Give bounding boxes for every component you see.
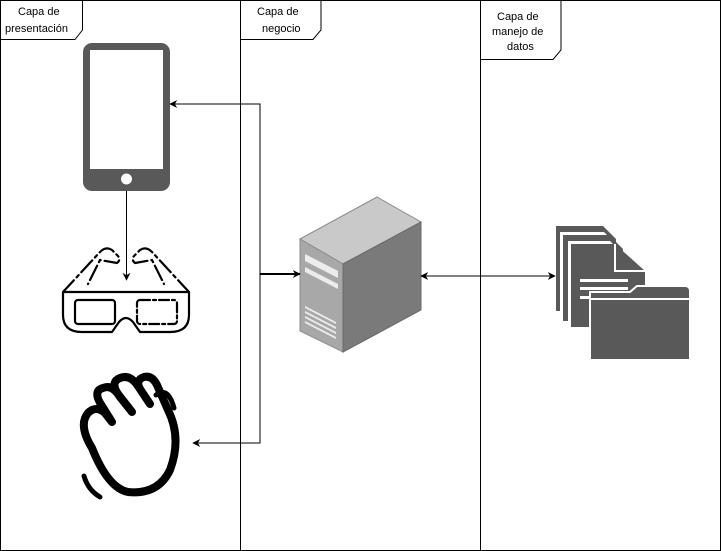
connector-business-to-hand: [192, 274, 261, 447]
lane-label-negocio: Capa de negocio: [240, 0, 322, 40]
lane-label-line: datos: [507, 41, 534, 53]
documents-folder-icon: [556, 226, 691, 361]
lane-label-line: manejo de: [492, 26, 543, 38]
lane-label-line: Capa de: [18, 6, 60, 18]
smartphone-icon: [83, 43, 170, 191]
lane-label-line: negocio: [262, 23, 301, 35]
3d-glasses-icon: [61, 247, 191, 334]
server-tower-icon: [298, 196, 423, 353]
lane-label-line: Capa de: [497, 11, 539, 23]
connector-business-to-phone: [169, 100, 261, 274]
lane-label-line: Capa de: [257, 6, 299, 18]
lane-label-line: presentación: [5, 23, 68, 35]
waving-hand-icon: [79, 372, 180, 500]
lane-label-datos: Capa de manejo de datos: [480, 0, 562, 60]
lane-label-presentacion: Capa de presentación: [0, 0, 83, 40]
